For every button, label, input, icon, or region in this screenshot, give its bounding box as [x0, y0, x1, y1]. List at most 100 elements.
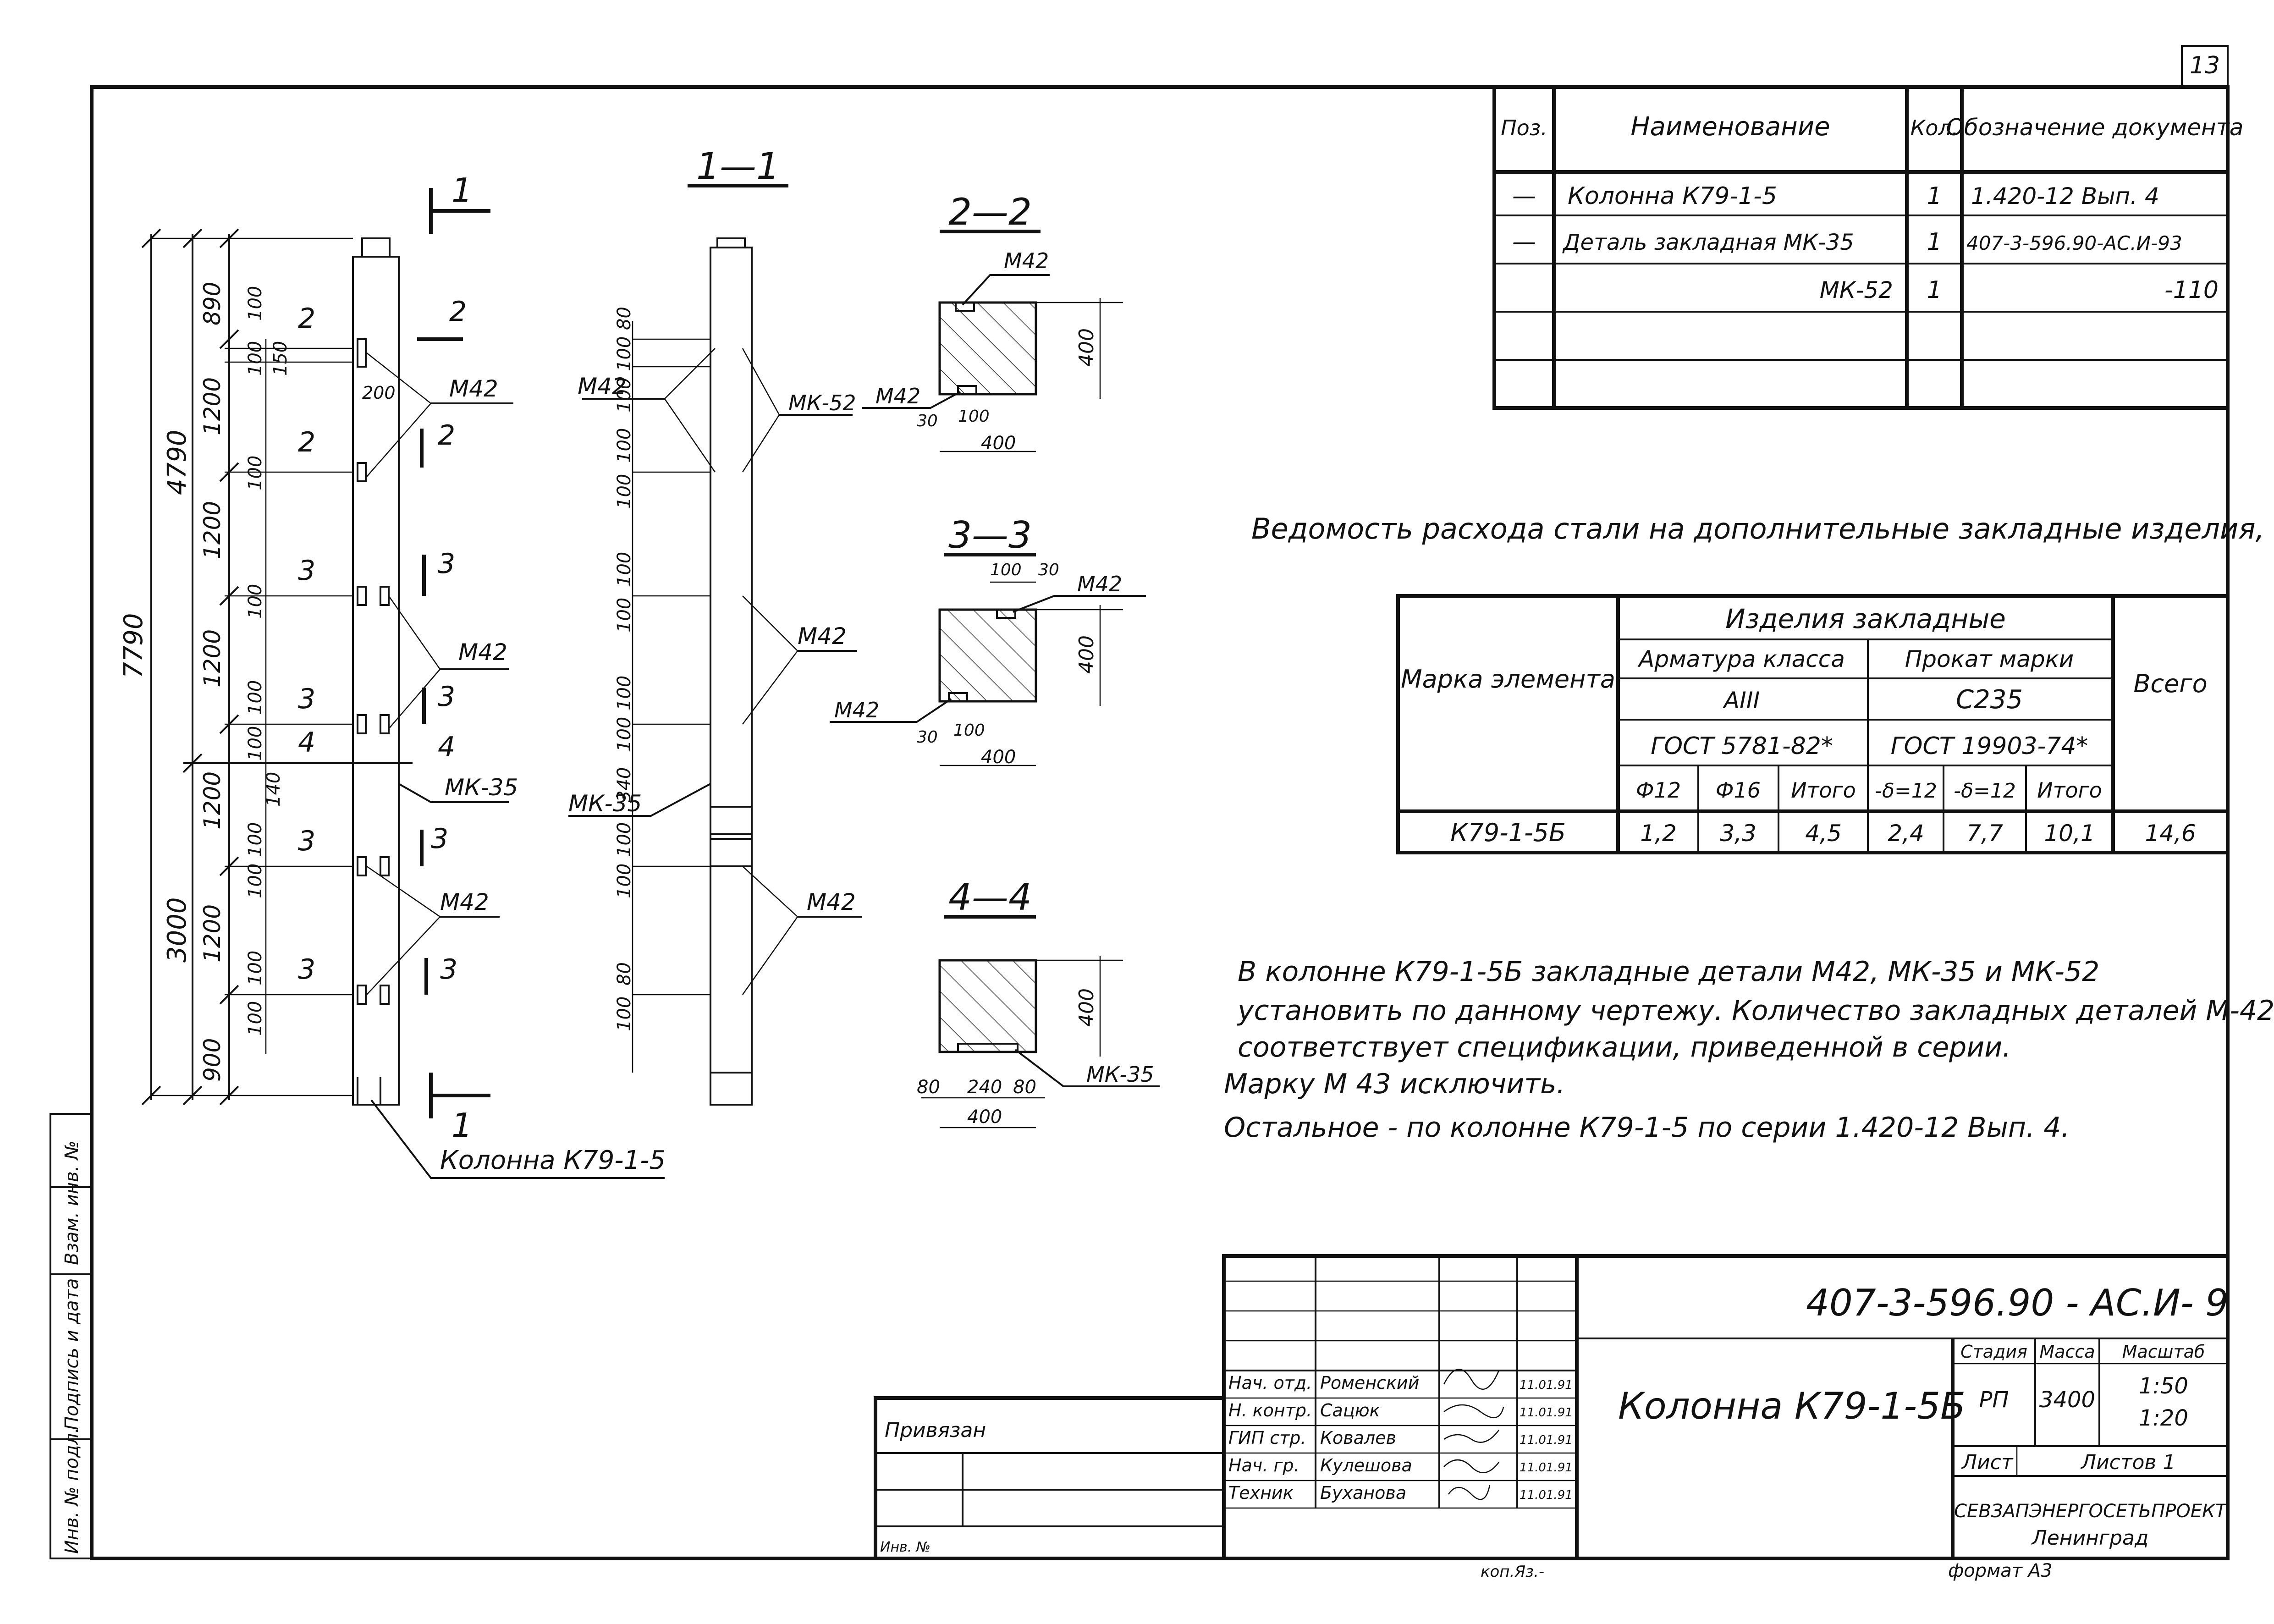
s33-dim: 100	[990, 561, 1022, 579]
section-3-3-title: 3—3	[948, 514, 1032, 556]
s11-dim: 340	[614, 767, 635, 802]
section-mark: 2	[298, 303, 315, 335]
dim-small: 100	[245, 822, 266, 857]
section-mark: 3	[298, 825, 315, 857]
privyazan-block: Привязан Инв. №	[874, 1396, 1226, 1560]
section-3-3: 3—3 100 30 400 30 100 400 М42 М42	[830, 514, 1146, 768]
dim-small: 100	[245, 456, 266, 490]
dim-small: 140	[263, 772, 284, 807]
section-mark: 2	[449, 296, 467, 328]
steel-value: 2,4	[1888, 820, 1924, 847]
s22-dim: 30	[917, 412, 938, 430]
dim-segment: 1200	[199, 771, 226, 830]
sheet-number: 13	[2190, 52, 2220, 79]
dim-small: 100	[245, 726, 266, 761]
dim-small: 100	[245, 1001, 266, 1036]
dim-small: 100	[245, 951, 266, 985]
notes: В колонне К79-1-5Б закладные детали М42,…	[1224, 956, 2274, 1144]
title-block: 407-3-596.90 - АС.И- 9 Колонна К79-1-5Б …	[1222, 1254, 2230, 1560]
s44-dim: 400	[1075, 988, 1098, 1027]
tb-date: 11.01.91	[1520, 1378, 1573, 1392]
steel-gost1: ГОСТ 5781-82*	[1651, 732, 1833, 760]
elev-label: МК-35	[445, 774, 518, 801]
s11-dim: 100	[614, 378, 635, 413]
s11-dim: 100	[614, 428, 635, 463]
tb-stage: РП	[1979, 1387, 2009, 1413]
spec-header-name: Наименование	[1630, 112, 1830, 142]
s22-dim: 400	[1075, 328, 1098, 367]
section-mark: 3	[438, 548, 455, 580]
tb-date: 11.01.91	[1520, 1406, 1573, 1420]
tb-mass-h: Масса	[2039, 1342, 2095, 1362]
dim-small: 150	[270, 341, 291, 376]
steel-cls1: АIII	[1723, 687, 1760, 714]
section-mark: 1	[451, 171, 473, 209]
steel-col: Итого	[2037, 778, 2102, 803]
dim-segment: 900	[199, 1038, 226, 1082]
s11-dim: 100	[614, 717, 635, 752]
spec-cell: 1	[1927, 182, 1942, 210]
spec-cell: 1	[1927, 228, 1942, 256]
s11-dim: 80	[614, 962, 635, 985]
s33-dim: 30	[1038, 561, 1059, 579]
signature-mark	[1443, 1369, 1500, 1390]
s11-label: М42	[798, 623, 847, 650]
spec-cell: МК-52	[1820, 277, 1893, 303]
dim-overall: 3000	[162, 897, 192, 963]
spec-cell: Колонна К79-1-5	[1568, 182, 1777, 210]
section-mark: 3	[298, 953, 315, 985]
s11-dim: 80	[614, 307, 635, 330]
section-1-1-title: 1—1	[696, 145, 780, 187]
spec-cell: —	[1512, 228, 1536, 256]
s11-dim: 100	[614, 864, 635, 898]
spec-cell: 1	[1927, 276, 1942, 304]
steel-col: -δ=12	[1954, 779, 2016, 803]
tb-sheet-h: Лист	[1961, 1451, 2014, 1474]
note-line: Марку М 43 исключить.	[1224, 1068, 1565, 1100]
dim-overall: 4790	[162, 429, 192, 495]
s11-dim: 100	[614, 676, 635, 710]
steel-col: Ф12	[1636, 778, 1681, 803]
tb-date: 11.01.91	[1520, 1488, 1573, 1502]
s44-dim: 80	[1013, 1077, 1036, 1098]
spec-header-doc: Обозначение документа	[1946, 114, 2244, 141]
tb-role: Нач. гр.	[1228, 1455, 1299, 1475]
steel-col: Ф16	[1716, 778, 1761, 803]
tb-date: 11.01.91	[1520, 1461, 1573, 1475]
side-stamp-inv: Инв. № подл.	[61, 1427, 83, 1554]
steel-group: Изделия закладные	[1725, 603, 2006, 634]
column-elevation: 7790 4790 3000 890 1200 1200 1200 1200 1…	[119, 171, 666, 1179]
spec-header-pos: Поз.	[1501, 116, 1547, 140]
s44-dim: 400	[967, 1107, 1002, 1128]
format-label: формат А3	[1948, 1560, 2053, 1581]
dim-segment: 1200	[199, 904, 226, 963]
steel-sub2: Прокат марки	[1905, 646, 2074, 672]
tb-scale1: 1:50	[2139, 1373, 2188, 1399]
s11-label: МК-35	[568, 790, 642, 817]
s22-label: М42	[1004, 248, 1049, 273]
tb-staff-name: Буханова	[1320, 1483, 1406, 1503]
signature-mark	[1443, 1459, 1499, 1474]
dim-small: 100	[245, 584, 266, 619]
steel-row-element: К79-1-5Б	[1450, 818, 1566, 847]
elev-label: М42	[440, 889, 489, 915]
s44-dim: 240	[967, 1077, 1002, 1098]
section-mark: 3	[298, 683, 315, 715]
side-stamp: Инв. № подл. Подпись и дата Взам. инв. №	[50, 1113, 93, 1559]
s22-dim: 400	[981, 433, 1016, 454]
spec-cell: Деталь закладная МК-35	[1562, 230, 1854, 255]
s11-label: М42	[578, 373, 627, 400]
signature-mark	[1443, 1404, 1504, 1419]
s33-dim: 100	[953, 721, 985, 740]
dim-segment: 1200	[199, 629, 226, 688]
dim-small: 100	[245, 341, 266, 376]
steel-col: -δ=12	[1875, 779, 1937, 803]
s11-label: М42	[807, 889, 856, 915]
copied-label: коп.Яз.-	[1481, 1563, 1544, 1581]
tb-scale-h: Масштаб	[2122, 1342, 2205, 1362]
steel-value: 3,3	[1720, 820, 1756, 847]
tb-org2: Ленинград	[2031, 1526, 2149, 1550]
dim-segment: 1200	[199, 501, 226, 559]
dim-small: 100	[245, 286, 266, 321]
